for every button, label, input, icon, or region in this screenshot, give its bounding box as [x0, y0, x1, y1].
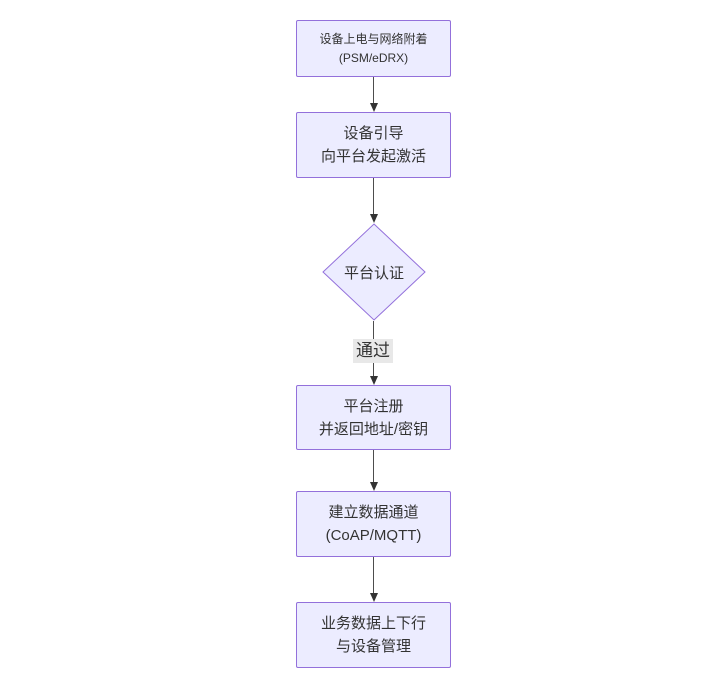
edge-channel-to-business [369, 557, 378, 602]
node-power-attach-line2: (PSM/eDRX) [338, 50, 409, 65]
node-auth-label: 平台认证 [343, 264, 404, 282]
node-bootstrap-line1: 设备引导 [343, 125, 404, 142]
edge-label-pass: 通过 [353, 339, 393, 363]
node-business: 业务数据上下行 与设备管理 [296, 602, 451, 668]
edge-line [373, 77, 374, 103]
edge-line [373, 450, 374, 482]
node-auth-decision: 平台认证 [322, 223, 426, 321]
edge-register-to-channel [369, 450, 378, 491]
node-register-line2: 并返回地址/密钥 [318, 420, 429, 438]
node-channel-line2: (CoAP/MQTT) [325, 527, 422, 544]
edge-power-to-bootstrap [369, 77, 378, 112]
arrowhead-icon [369, 103, 378, 112]
arrowhead-icon [369, 482, 378, 491]
edge-line [373, 557, 374, 593]
node-business-line1: 业务数据上下行 [320, 615, 426, 632]
node-register: 平台注册 并返回地址/密钥 [296, 385, 451, 450]
node-power-attach: 设备上电与网络附着 (PSM/eDRX) [296, 20, 451, 77]
node-channel-line1: 建立数据通道 [328, 504, 419, 521]
edge-bootstrap-to-auth [369, 178, 378, 223]
node-power-attach-line1: 设备上电与网络附着 [319, 31, 428, 46]
edge-line [373, 178, 374, 214]
node-business-line2: 与设备管理 [335, 638, 411, 655]
arrowhead-icon [369, 593, 378, 602]
node-bootstrap-line2: 向平台发起激活 [320, 148, 426, 165]
arrowhead-icon [369, 214, 378, 223]
node-register-line1: 平台注册 [343, 397, 404, 415]
node-bootstrap: 设备引导 向平台发起激活 [296, 112, 451, 178]
diamond-shape [322, 223, 426, 321]
node-channel: 建立数据通道 (CoAP/MQTT) [296, 491, 451, 557]
arrowhead-icon [369, 376, 378, 385]
